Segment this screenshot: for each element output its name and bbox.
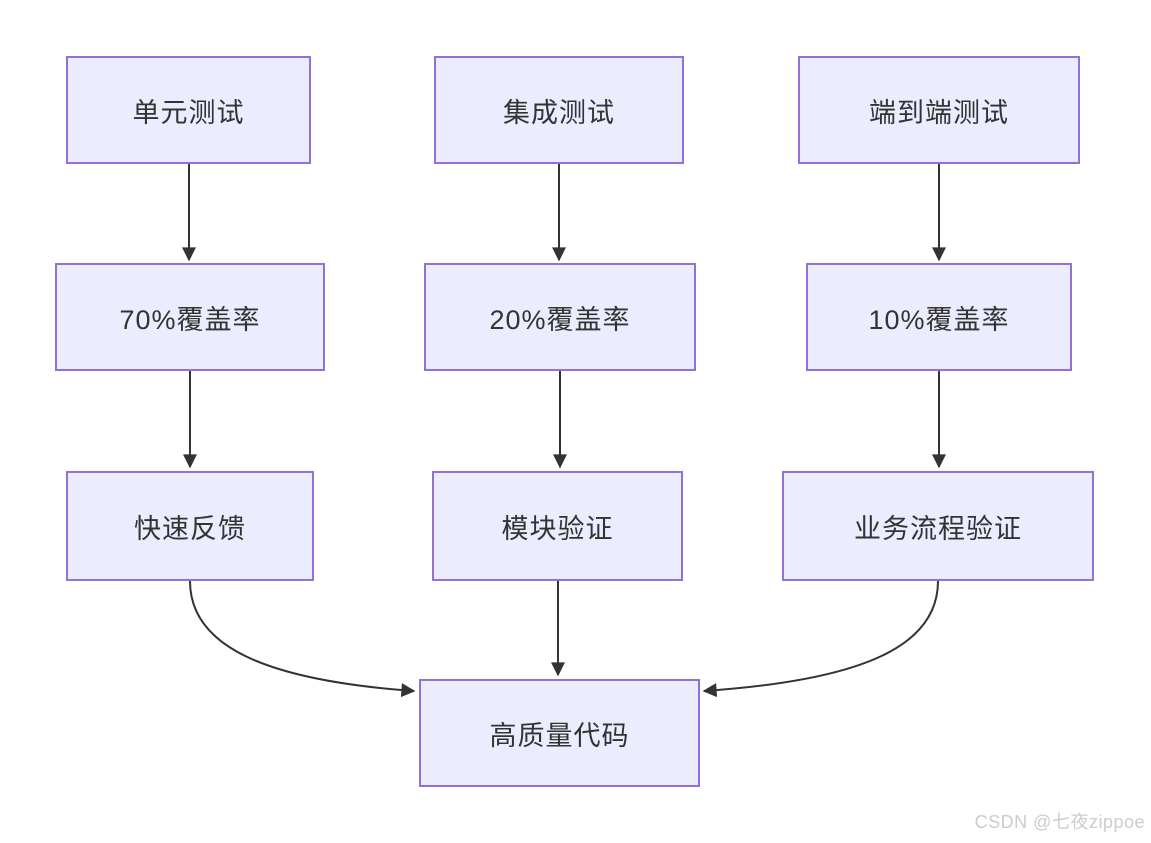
node-label: 高质量代码 (489, 720, 630, 751)
node-label: 业务流程验证 (854, 513, 1022, 544)
node-label: 10%覆盖率 (868, 304, 1010, 335)
node-label: 端到端测试 (869, 97, 1009, 128)
node-label: 模块验证 (501, 513, 614, 544)
node-integration-test: 集成测试 (434, 56, 684, 164)
node-label: 70%覆盖率 (119, 304, 261, 335)
node-business-process-verification: 业务流程验证 (782, 471, 1094, 581)
node-e2e-test: 端到端测试 (798, 56, 1080, 164)
node-coverage-10: 10%覆盖率 (806, 263, 1072, 371)
node-unit-test: 单元测试 (66, 56, 311, 164)
node-label: 集成测试 (503, 97, 615, 128)
node-label: 快速反馈 (134, 513, 246, 544)
node-module-verification: 模块验证 (432, 471, 683, 581)
node-coverage-70: 70%覆盖率 (55, 263, 325, 371)
node-coverage-20: 20%覆盖率 (424, 263, 696, 371)
watermark: CSDN @七夜zippoe (974, 812, 1145, 832)
edge-business-process-verification-to-high-quality-code (702, 580, 939, 698)
edge-fast-feedback-to-high-quality-code (189, 580, 416, 698)
node-label: 20%覆盖率 (489, 304, 631, 335)
node-high-quality-code: 高质量代码 (419, 679, 700, 787)
node-fast-feedback: 快速反馈 (66, 471, 314, 581)
node-label: 单元测试 (132, 97, 245, 128)
